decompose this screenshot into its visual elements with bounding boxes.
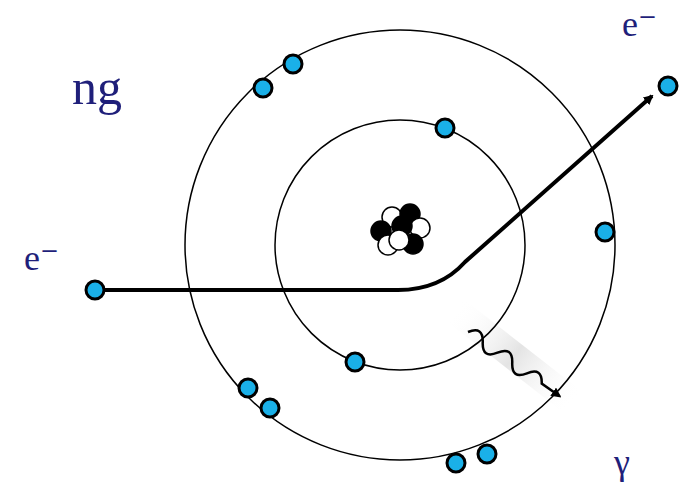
photon-glow xyxy=(446,299,581,413)
inner-shell xyxy=(275,120,525,370)
title-fragment: ng xyxy=(72,62,122,112)
electron-path xyxy=(95,96,652,290)
electron-label: e⁻ xyxy=(622,6,657,42)
photon-wave xyxy=(464,326,564,402)
electron-label: e⁻ xyxy=(24,240,59,276)
nucleus xyxy=(371,204,430,255)
outer-shell xyxy=(185,30,615,460)
electron-dots xyxy=(86,55,677,472)
photon-label: γ xyxy=(614,444,630,480)
